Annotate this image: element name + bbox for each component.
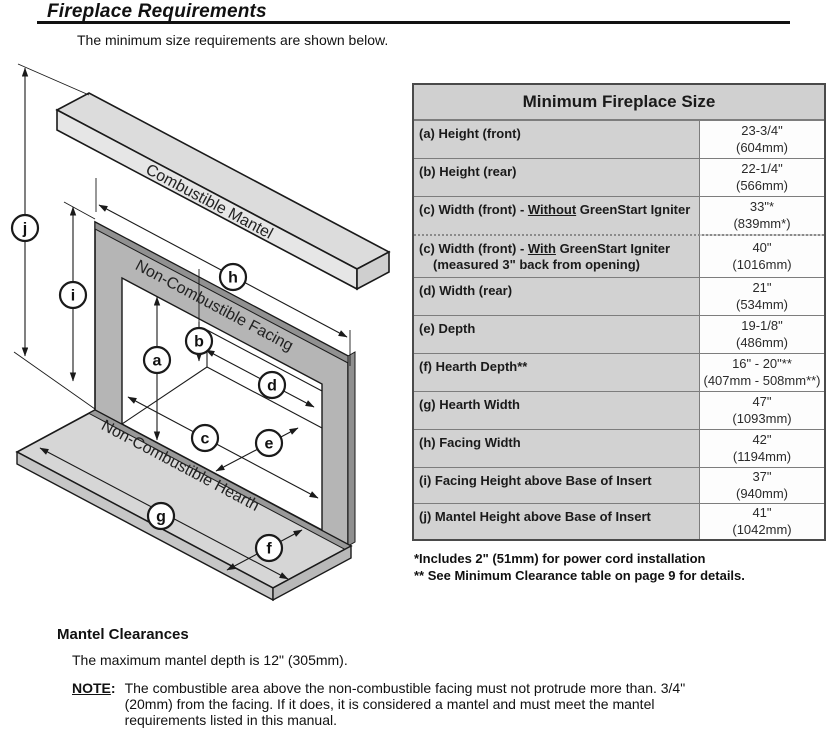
- row-value-in: 41": [752, 504, 772, 520]
- mantel-clearances-note: NOTE: The combustible area above the non…: [72, 680, 685, 728]
- row-value-in: 33"*: [749, 198, 775, 214]
- row-label-line2: (measured 3" back from opening): [433, 257, 640, 273]
- mantel-clearances-heading: Mantel Clearances: [57, 626, 189, 643]
- row-value-mm: (604mm): [735, 139, 788, 155]
- minimum-fireplace-size-table: Minimum Fireplace Size (a) Height (front…: [412, 83, 826, 541]
- table-row: (b) Height (rear) 22-1/4"(566mm): [414, 158, 824, 196]
- page-title: Fireplace Requirements: [47, 1, 267, 22]
- hearth-right-end-face: [272, 544, 352, 602]
- callout-a-circle: [142, 345, 172, 375]
- row-value-in: 16" - 20"**: [732, 355, 792, 371]
- row-value-mm: (1093mm): [732, 410, 792, 426]
- table-row: (i) Facing Height above Base of Insert 3…: [414, 467, 824, 503]
- callout-e-circle: [254, 428, 284, 458]
- row-value-mm: (534mm): [735, 296, 788, 312]
- callout-a: a: [153, 353, 162, 370]
- row-value-in: 42": [752, 431, 772, 447]
- note-line: (20mm) from the facing. If it does, it i…: [124, 696, 655, 712]
- row-label: (g) Hearth Width: [419, 397, 520, 412]
- row-label: (b) Height (rear): [419, 164, 517, 179]
- note-colon: :: [110, 680, 116, 696]
- callout-g: g: [156, 509, 166, 526]
- row-label: (i) Facing Height above Base of Insert: [419, 473, 652, 488]
- table-title: Minimum Fireplace Size: [414, 85, 824, 120]
- row-value-mm: (1194mm): [732, 448, 792, 464]
- callout-d: d: [267, 378, 277, 395]
- footnote-power-cord: *Includes 2" (51mm) for power cord insta…: [414, 551, 706, 566]
- callout-f: f: [266, 541, 272, 558]
- row-value-in: 40": [752, 239, 772, 255]
- row-value-mm: (839mm*): [733, 215, 791, 231]
- row-value-in: 22-1/4": [741, 160, 783, 176]
- callout-h-circle: [218, 262, 248, 292]
- callout-b-circle: [184, 326, 214, 356]
- note-line: requirements listed in this manual.: [124, 712, 337, 728]
- ext-i-top: [63, 201, 96, 220]
- row-value-mm: (407mm - 508mm**): [703, 372, 821, 388]
- callout-d-circle: [257, 370, 287, 400]
- row-label: (a) Height (front): [419, 126, 521, 141]
- ext-base-of-insert: [13, 351, 96, 410]
- row-label: (e) Depth: [419, 321, 476, 336]
- row-label: (c) Width (front) -: [419, 241, 528, 256]
- table-row: (j) Mantel Height above Base of Insert 4…: [414, 503, 824, 539]
- row-value-mm: (566mm): [735, 177, 788, 193]
- callout-g-circle: [146, 501, 176, 531]
- callout-i: i: [71, 288, 75, 305]
- table-row: (c) Width (front) - With GreenStart Igni…: [414, 234, 824, 277]
- table-footnotes: *Includes 2" (51mm) for power cord insta…: [414, 551, 745, 585]
- table-row: (c) Width (front) - Without GreenStart I…: [414, 196, 824, 234]
- facing-right-edge-face: [347, 351, 356, 547]
- callout-e: e: [265, 436, 274, 453]
- mantel-end-face: [356, 250, 390, 291]
- callout-b: b: [194, 334, 204, 351]
- row-value-mm: (1016mm): [732, 256, 792, 272]
- footnote-clearance: ** See Minimum Clearance table on page 9…: [414, 567, 745, 583]
- row-value-in: 37": [752, 468, 772, 484]
- callout-i-circle: [58, 280, 88, 310]
- row-value-in: 19-1/8": [741, 317, 783, 333]
- note-line: The combustible area above the non-combu…: [124, 680, 686, 696]
- table-row: (d) Width (rear) 21"(534mm): [414, 277, 824, 315]
- row-label: (h) Facing Width: [419, 435, 521, 450]
- ext-j-top: [17, 63, 90, 96]
- callout-c-circle: [190, 423, 220, 453]
- fireplace-diagram: Combustible Mantel Non-Combustible Facin…: [10, 63, 391, 602]
- row-value-mm: (486mm): [735, 334, 788, 350]
- callout-f-circle: [254, 533, 284, 563]
- row-value-in: 23-3/4": [741, 122, 783, 138]
- page-subtitle: The minimum size requirements are shown …: [77, 32, 389, 48]
- row-value-in: 47": [752, 393, 772, 409]
- row-label: (f) Hearth Depth**: [419, 359, 528, 374]
- table-row: (g) Hearth Width 47"(1093mm): [414, 391, 824, 429]
- row-label: (c) Width (front) -: [419, 202, 528, 217]
- callout-j: j: [22, 221, 27, 238]
- table-row: (e) Depth 19-1/8"(486mm): [414, 315, 824, 353]
- callout-c: c: [201, 431, 210, 448]
- row-value-mm: (1042mm): [732, 521, 792, 537]
- callout-h: h: [228, 270, 238, 287]
- callout-j-circle: [10, 213, 40, 243]
- note-label: NOTE: [72, 680, 111, 696]
- table-row: (f) Hearth Depth** 16" - 20"**(407mm - 5…: [414, 353, 824, 391]
- row-value-mm: (940mm): [735, 485, 788, 501]
- table-row: (h) Facing Width 42"(1194mm): [414, 429, 824, 467]
- mantel-clearances-body: The maximum mantel depth is 12" (305mm).: [72, 652, 348, 668]
- table-row: (a) Height (front) 23-3/4"(604mm): [414, 120, 824, 158]
- row-value-in: 21": [752, 279, 772, 295]
- title-rule: [37, 21, 790, 24]
- row-label: (d) Width (rear): [419, 283, 513, 298]
- row-label: (j) Mantel Height above Base of Insert: [419, 509, 651, 524]
- callouts: j i h a b d c e g f: [10, 213, 287, 563]
